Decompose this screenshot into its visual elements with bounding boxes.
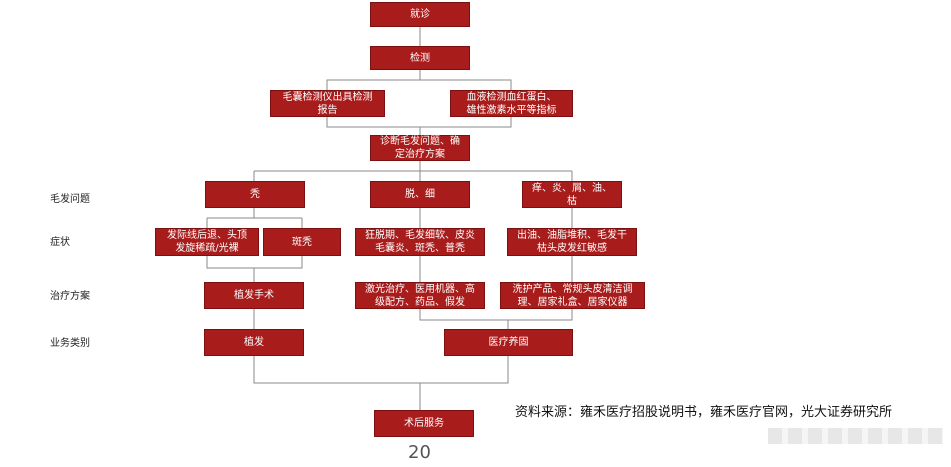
node-bald: 秃	[205, 181, 305, 208]
connector-tests-diagnose	[326, 117, 512, 135]
node-blood-test: 血液检测血红蛋白、 雄性激素水平等指标	[450, 90, 573, 117]
node-diagnose: 诊断毛发问题、确 定治疗方案	[370, 135, 470, 161]
node-aftercare: 术后服务	[374, 410, 474, 437]
page-number: 20	[408, 442, 431, 463]
node-laser: 激光治疗、医用机器、高 级配方、药品、假发	[355, 282, 485, 309]
row-label-business: 业务类别	[50, 338, 90, 349]
node-care-products: 洗护产品、常规头皮清洁调 理、居家礼盒、居家仪器	[500, 282, 645, 309]
node-medical-care: 医疗养固	[444, 329, 573, 356]
connector-bald-symptoms	[206, 208, 303, 228]
connector-detect-tests	[326, 70, 512, 90]
connector-treatments-medical	[419, 309, 573, 329]
node-transplant-surgery: 植发手术	[204, 282, 304, 309]
node-itch: 痒、炎、屑、油、 枯	[522, 181, 622, 208]
blurred-watermark	[768, 428, 943, 444]
node-shedding: 狂脱期、毛发细软、皮炎 毛囊炎、斑秃、普秃	[355, 228, 485, 256]
node-oily: 出油、油脂堆积、毛发干 枯头皮发红敏感	[507, 228, 637, 256]
node-alopecia-areata: 斑秃	[263, 228, 341, 256]
node-hairline: 发际线后退、头顶 发旋稀疏/光裸	[155, 228, 259, 256]
source-note: 资料来源：雍禾医疗招股说明书，雍禾医疗官网，光大证券研究所	[515, 405, 893, 420]
node-detect: 检测	[370, 46, 470, 70]
node-follicle-report: 毛囊检测仪出具检测 报告	[270, 90, 385, 117]
row-label-hair-problem: 毛发问题	[50, 194, 90, 205]
connector-diagnose-problems	[253, 161, 573, 181]
connector-business-aftercare	[253, 356, 509, 410]
node-transplant: 植发	[204, 329, 304, 356]
row-label-symptom: 症状	[50, 237, 70, 248]
node-visit: 就诊	[370, 2, 470, 27]
node-thin: 脱、细	[370, 181, 470, 208]
row-label-treatment: 治疗方案	[50, 291, 90, 302]
connector-symptoms-surgery	[206, 256, 303, 282]
